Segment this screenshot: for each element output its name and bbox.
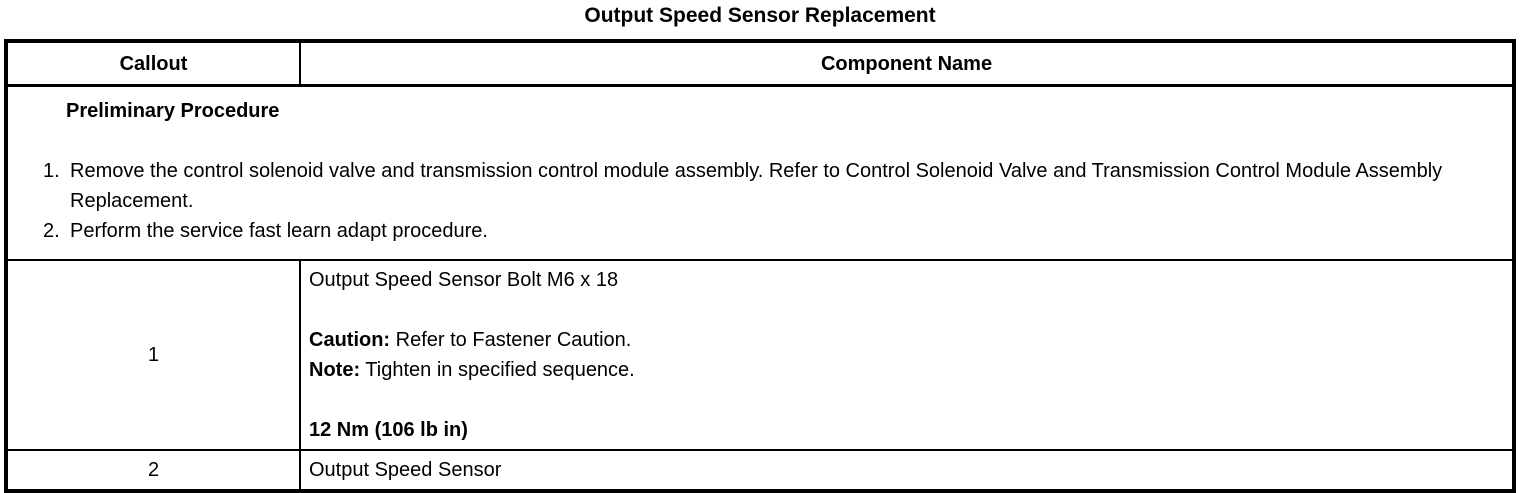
callout-number: 1 <box>8 261 301 449</box>
note-text: Tighten in specified sequence. <box>360 359 635 381</box>
component-cell: Output Speed Sensor <box>301 451 1512 489</box>
component-name: Output Speed Sensor Bolt M6 x 18 <box>309 269 619 291</box>
component-cell: Output Speed Sensor Bolt M6 x 18 Caution… <box>301 261 1512 449</box>
list-item: 1. Remove the control solenoid valve and… <box>8 156 1502 216</box>
component-name: Output Speed Sensor <box>309 459 502 481</box>
preliminary-procedure-row: Preliminary Procedure 1. Remove the cont… <box>8 87 1512 261</box>
note-line: Note: Tighten in specified sequence. <box>309 355 1504 385</box>
step-number: 1. <box>43 160 60 182</box>
caution-text: Refer to Fastener Caution. <box>390 329 632 351</box>
component-table: Callout Component Name Preliminary Proce… <box>4 39 1516 493</box>
caution-line: Caution: Refer to Fastener Caution. <box>309 325 1504 355</box>
preliminary-procedure-heading: Preliminary Procedure <box>66 100 280 122</box>
preliminary-procedure-steps: 1. Remove the control solenoid valve and… <box>8 156 1502 246</box>
list-item: 2. Perform the service fast learn adapt … <box>8 216 1502 246</box>
caution-label: Caution: <box>309 329 391 351</box>
callout-number: 2 <box>8 451 301 489</box>
note-label: Note: <box>309 359 361 381</box>
spacer <box>309 385 1504 415</box>
table-row: 2 Output Speed Sensor <box>8 451 1512 489</box>
callout-column-header: Callout <box>8 43 301 84</box>
step-number: 2. <box>43 220 60 242</box>
step-text: Remove the control solenoid valve and tr… <box>70 160 1443 212</box>
page-title: Output Speed Sensor Replacement <box>584 4 936 27</box>
torque-spec: 12 Nm (106 lb in) <box>309 419 468 441</box>
table-header-row: Callout Component Name <box>8 43 1512 87</box>
spacer <box>309 295 1504 325</box>
step-text: Perform the service fast learn adapt pro… <box>70 220 488 242</box>
component-name-column-header: Component Name <box>820 53 993 75</box>
table-row: 1 Output Speed Sensor Bolt M6 x 18 Cauti… <box>8 261 1512 451</box>
